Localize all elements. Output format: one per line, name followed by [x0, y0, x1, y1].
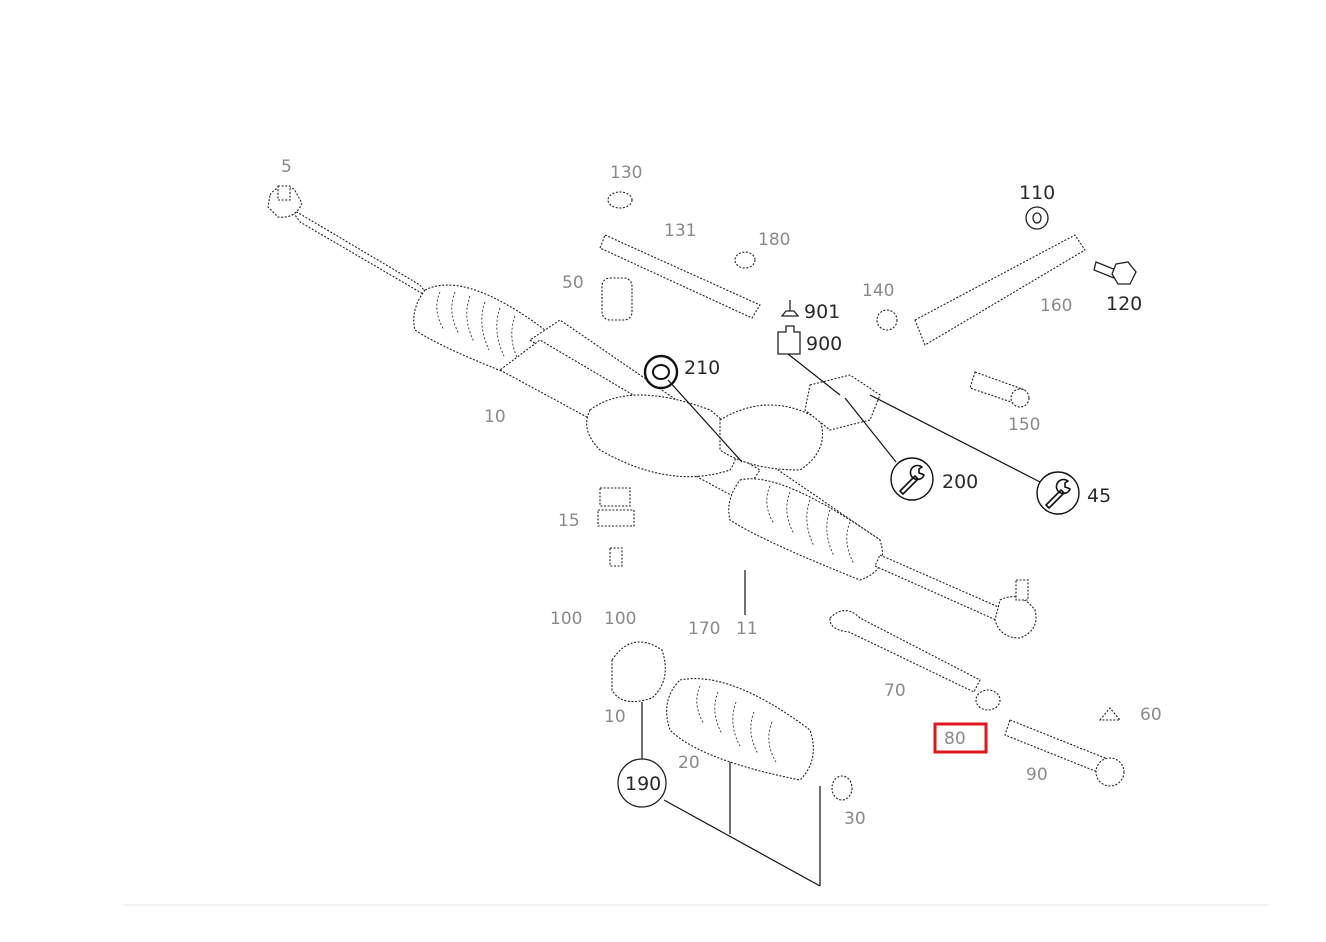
wrench-icon	[890, 457, 934, 501]
part-70-inner-tie-rod	[829, 609, 981, 693]
label-50: 50	[562, 273, 584, 293]
part-40-nut	[1098, 707, 1122, 721]
label-140: 140	[862, 281, 894, 301]
highlighted-part-callout[interactable]: 80	[933, 722, 988, 754]
label-90: 90	[1026, 765, 1048, 785]
part-15	[599, 487, 631, 507]
top-parts	[599, 191, 1086, 408]
label-30: 30	[844, 809, 866, 829]
part-900-symbol	[777, 325, 801, 355]
label-120: 120	[1106, 293, 1142, 315]
label-110: 110	[1019, 182, 1055, 204]
lower-parts	[597, 487, 1125, 801]
part-210-nut	[643, 354, 679, 390]
part-130	[607, 191, 633, 209]
label-130: 130	[610, 163, 642, 183]
part-50-bushing	[601, 277, 633, 321]
part-60-outer-tie-rod	[1004, 719, 1111, 776]
left-tie-rod	[289, 207, 431, 299]
label-901: 901	[804, 301, 840, 323]
label-100b: 100	[604, 609, 636, 629]
label-900: 900	[806, 333, 842, 355]
part-30-clamp	[831, 775, 853, 801]
label-131: 131	[664, 221, 696, 241]
label-11: 11	[736, 619, 758, 639]
right-bellows	[728, 478, 884, 581]
label-100: 100	[550, 609, 582, 629]
part-160-damper	[914, 234, 1086, 346]
part-15-pin	[609, 547, 623, 567]
label-200: 200	[942, 471, 978, 493]
label-180: 180	[758, 230, 790, 250]
leader-lines	[641, 353, 1041, 887]
right-ball-stud	[1015, 579, 1029, 601]
label-70: 70	[884, 681, 906, 701]
label-45: 45	[1087, 485, 1111, 507]
steering-rack-assembly	[267, 185, 1037, 639]
label-10-lower: 10	[604, 707, 626, 727]
label-160: 160	[1040, 296, 1072, 316]
part-10-clamp	[611, 641, 666, 703]
right-tie-rod-end	[994, 596, 1037, 639]
left-tie-rod-end	[267, 186, 303, 218]
part-110-washer	[1025, 206, 1049, 230]
part-180	[734, 251, 756, 269]
part-140	[876, 309, 898, 331]
wrench-icon	[1036, 471, 1080, 515]
part-20-bellows	[666, 678, 814, 781]
part-120-bolt	[1093, 261, 1137, 285]
label-80[interactable]: 80	[944, 729, 966, 749]
right-tie-rod	[874, 554, 1011, 625]
label-10: 10	[484, 407, 506, 427]
part-150-head	[1010, 388, 1030, 408]
label-210: 210	[684, 357, 720, 379]
selection-box[interactable]	[933, 722, 988, 754]
pinion-top	[804, 374, 881, 431]
part-60-ball-joint	[1095, 757, 1125, 787]
valve-body	[586, 394, 738, 478]
label-170: 170	[688, 619, 720, 639]
label-150: 150	[1008, 415, 1040, 435]
part-131-bracket	[599, 234, 761, 319]
part-15-base	[597, 509, 635, 527]
pinion-housing	[719, 404, 824, 471]
left-bellows	[413, 284, 549, 381]
left-ball-stud	[277, 185, 291, 201]
label-20: 20	[678, 753, 700, 773]
label-15: 15	[558, 511, 580, 531]
label-190: 190	[625, 773, 661, 795]
label-60: 60	[1140, 705, 1162, 725]
kit-190-circle	[617, 758, 667, 808]
part-901-symbol	[780, 300, 800, 317]
label-5: 5	[281, 157, 292, 177]
part-80-nut	[975, 689, 1001, 711]
